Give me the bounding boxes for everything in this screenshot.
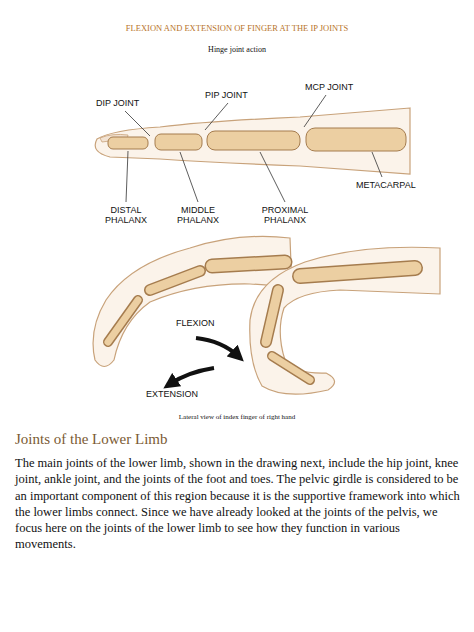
bone-label: MIDDLE PHALANX xyxy=(168,205,228,226)
motion-label: FLEXION xyxy=(176,318,236,328)
extended-finger xyxy=(95,108,410,174)
figure-subtitle: Hinge joint action xyxy=(0,45,474,54)
motion-arrows xyxy=(170,338,238,384)
flexed-position-finger xyxy=(250,247,440,394)
motion-label: EXTENSION xyxy=(146,389,216,399)
body-paragraph: The main joints of the lower limb, shown… xyxy=(15,455,461,553)
bone-label: METACARPAL xyxy=(356,180,436,190)
joint-label: PIP JOINT xyxy=(205,90,265,100)
bone-label: PROXIMAL PHALANX xyxy=(248,205,322,226)
joint-label: MCP JOINT xyxy=(305,82,365,92)
section-heading: Joints of the Lower Limb xyxy=(15,431,455,448)
page-title: FLEXION AND EXTENSION OF FINGER AT THE I… xyxy=(0,24,474,34)
bone-label: DISTAL PHALANX xyxy=(96,205,156,226)
figure-caption: Lateral view of index finger of right ha… xyxy=(0,413,474,421)
leader-lines xyxy=(125,95,382,202)
joint-label: DIP JOINT xyxy=(96,98,156,108)
